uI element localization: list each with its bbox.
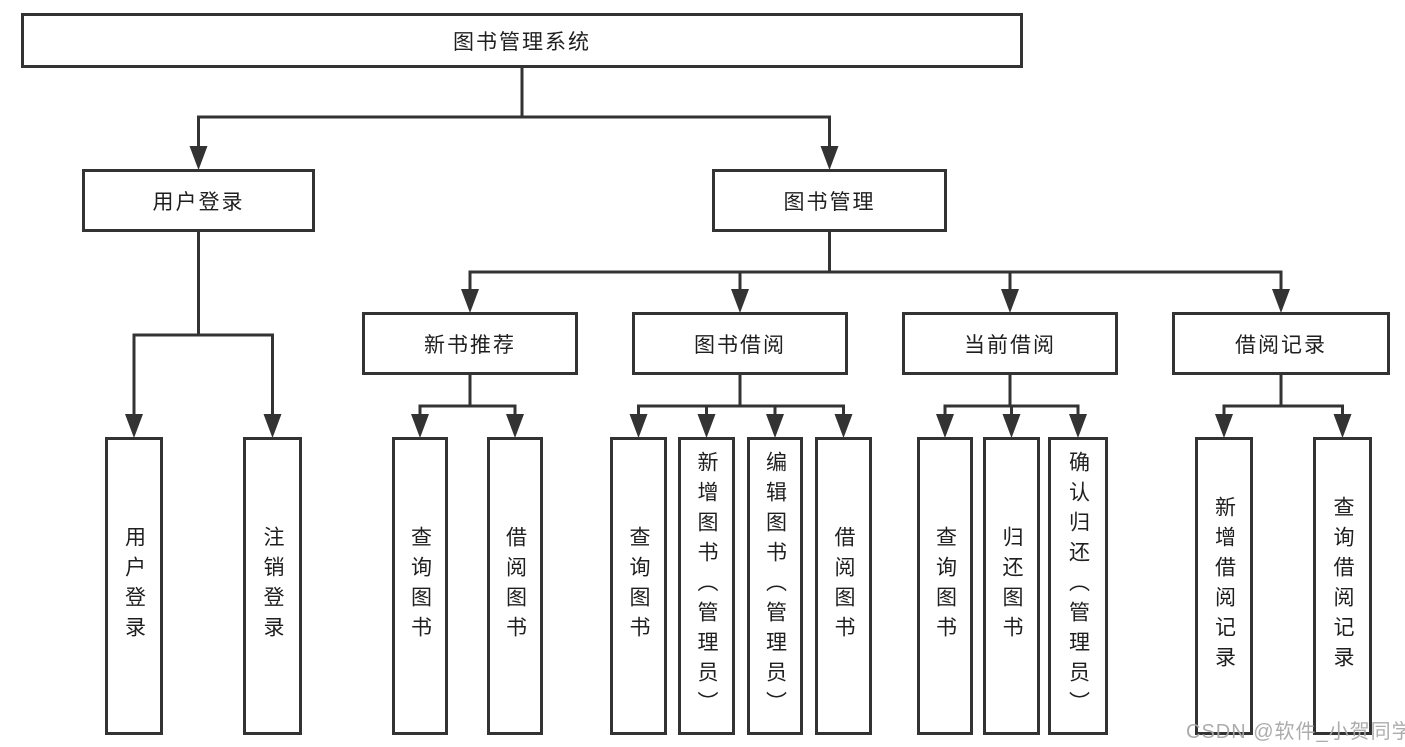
node-br-query: 查询借阅记录 xyxy=(1313,437,1372,735)
node-ul-login: 用户登录 xyxy=(105,437,163,735)
node-ul-logout: 注销登录 xyxy=(243,437,302,735)
node-cb-return: 归还图书 xyxy=(983,437,1040,735)
node-new-book: 新书推荐 xyxy=(362,312,578,375)
node-current-borrow: 当前借阅 xyxy=(902,312,1118,375)
node-br-add: 新增借阅记录 xyxy=(1195,437,1253,735)
node-bb-borrow: 借阅图书 xyxy=(815,437,872,735)
node-book-mgmt: 图书管理 xyxy=(712,169,947,232)
node-user-login: 用户登录 xyxy=(82,169,315,232)
node-nb-query: 查询图书 xyxy=(392,437,448,735)
node-cb-query: 查询图书 xyxy=(917,437,973,735)
node-bb-add: 新增图书（管理员） xyxy=(678,437,735,735)
node-system: 图书管理系统 xyxy=(21,13,1023,68)
node-bb-query: 查询图书 xyxy=(610,437,667,735)
node-nb-borrow: 借阅图书 xyxy=(487,437,543,735)
watermark: CSDN @软件_小贺同学 xyxy=(1186,721,1405,743)
node-book-borrow: 图书借阅 xyxy=(632,312,848,375)
node-borrow-record: 借阅记录 xyxy=(1172,312,1390,375)
node-bb-edit: 编辑图书（管理员） xyxy=(747,437,803,735)
node-cb-confirm: 确认归还（管理员） xyxy=(1048,437,1108,735)
